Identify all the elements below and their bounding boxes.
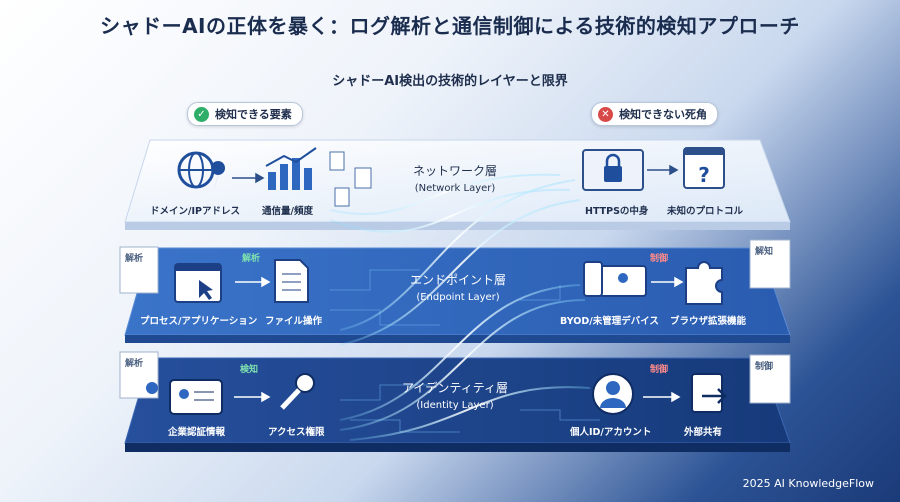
item-unknown-protocol: 未知のプロトコル [667, 206, 744, 217]
control-tag-identity: 制御 [650, 365, 669, 375]
network-layer-en: (Network Layer) [414, 183, 496, 194]
bar-chart-icon [265, 147, 317, 190]
detectable-badge: ✓ 検知できる要素 [187, 102, 303, 126]
item-https-content: HTTPSの中身 [585, 206, 649, 217]
identity-layer-en: (Identity Layer) [416, 400, 494, 411]
check-icon: ✓ [194, 106, 209, 122]
app-window-icon [174, 263, 222, 303]
side-document-left-2 [119, 351, 159, 399]
external-share-icon [691, 373, 727, 413]
identity-layer-label: アイデンティティ層 (Identity Layer) [385, 380, 525, 414]
arrow-icons [232, 164, 679, 184]
devices-icon [583, 261, 647, 297]
svg-text:?: ? [698, 163, 710, 187]
side-document-left-1 [119, 246, 159, 294]
id-card-icon [169, 379, 223, 415]
page-title: シャドーAIの正体を暴く：ログ解析と通信制御による技術的検知アプローチ [100, 14, 800, 38]
identity-layer-name: アイデンティティ層 [402, 381, 508, 395]
side-note-left-2: 解析 [125, 359, 144, 369]
documents-icon [329, 151, 372, 207]
document-icon [274, 259, 309, 303]
endpoint-layer-name: エンドポイント層 [409, 273, 506, 287]
detection-tag: 検知 [240, 365, 259, 375]
side-note-right-2: 制御 [755, 362, 774, 372]
item-personal-id: 個人ID/アカウント [570, 427, 652, 438]
item-traffic-frequency: 通信量/頻度 [262, 206, 313, 217]
item-file-operation: ファイル操作 [265, 316, 323, 327]
unknown-window-icon: ? [683, 147, 725, 189]
side-document-right-2 [749, 354, 791, 404]
analysis-tag: 解析 [242, 254, 261, 264]
arrow-icons-layer2 [235, 276, 684, 288]
arrow-icons-layer3 [234, 391, 681, 403]
item-access-rights: アクセス権限 [268, 427, 325, 438]
item-domain-ip: ドメイン/IPアドレス [150, 206, 240, 217]
item-browser-extension: ブラウザ拡張機能 [670, 316, 747, 327]
endpoint-layer-label: エンドポイント層 (Endpoint Layer) [393, 272, 523, 306]
network-layer-label: ネットワーク層 (Network Layer) [395, 163, 515, 197]
side-document-right-1 [749, 239, 791, 289]
item-process-app: プロセス/アプリケーション [140, 316, 258, 327]
item-corporate-auth: 企業認証情報 [168, 427, 226, 438]
detectable-badge-label: 検知できる要素 [215, 108, 292, 121]
user-account-icon [592, 373, 634, 415]
encrypted-lock-icon [582, 149, 644, 191]
network-layer-name: ネットワーク層 [412, 164, 497, 178]
page-subtitle: シャドーAI検出の技術的レイヤーと限界 [332, 74, 568, 89]
key-icon [280, 373, 315, 410]
circuit-lines [330, 269, 600, 433]
side-note-right-1: 解知 [755, 247, 774, 257]
x-icon: ✕ [598, 106, 613, 122]
control-tag-endpoint: 制御 [650, 254, 669, 264]
item-byod: BYOD/未管理デバイス [560, 316, 659, 327]
item-external-share: 外部共有 [684, 427, 723, 438]
blind-spot-badge-label: 検知できない死角 [619, 108, 707, 121]
globe-icon [177, 151, 226, 190]
blind-spot-badge: ✕ 検知できない死角 [591, 102, 718, 126]
side-note-left-1: 解析 [125, 254, 144, 264]
data-streams [329, 173, 591, 441]
footer-credit: 2025 AI KnowledgeFlow [742, 477, 874, 490]
puzzle-piece-icon [685, 261, 723, 305]
endpoint-layer-en: (Endpoint Layer) [416, 292, 500, 303]
